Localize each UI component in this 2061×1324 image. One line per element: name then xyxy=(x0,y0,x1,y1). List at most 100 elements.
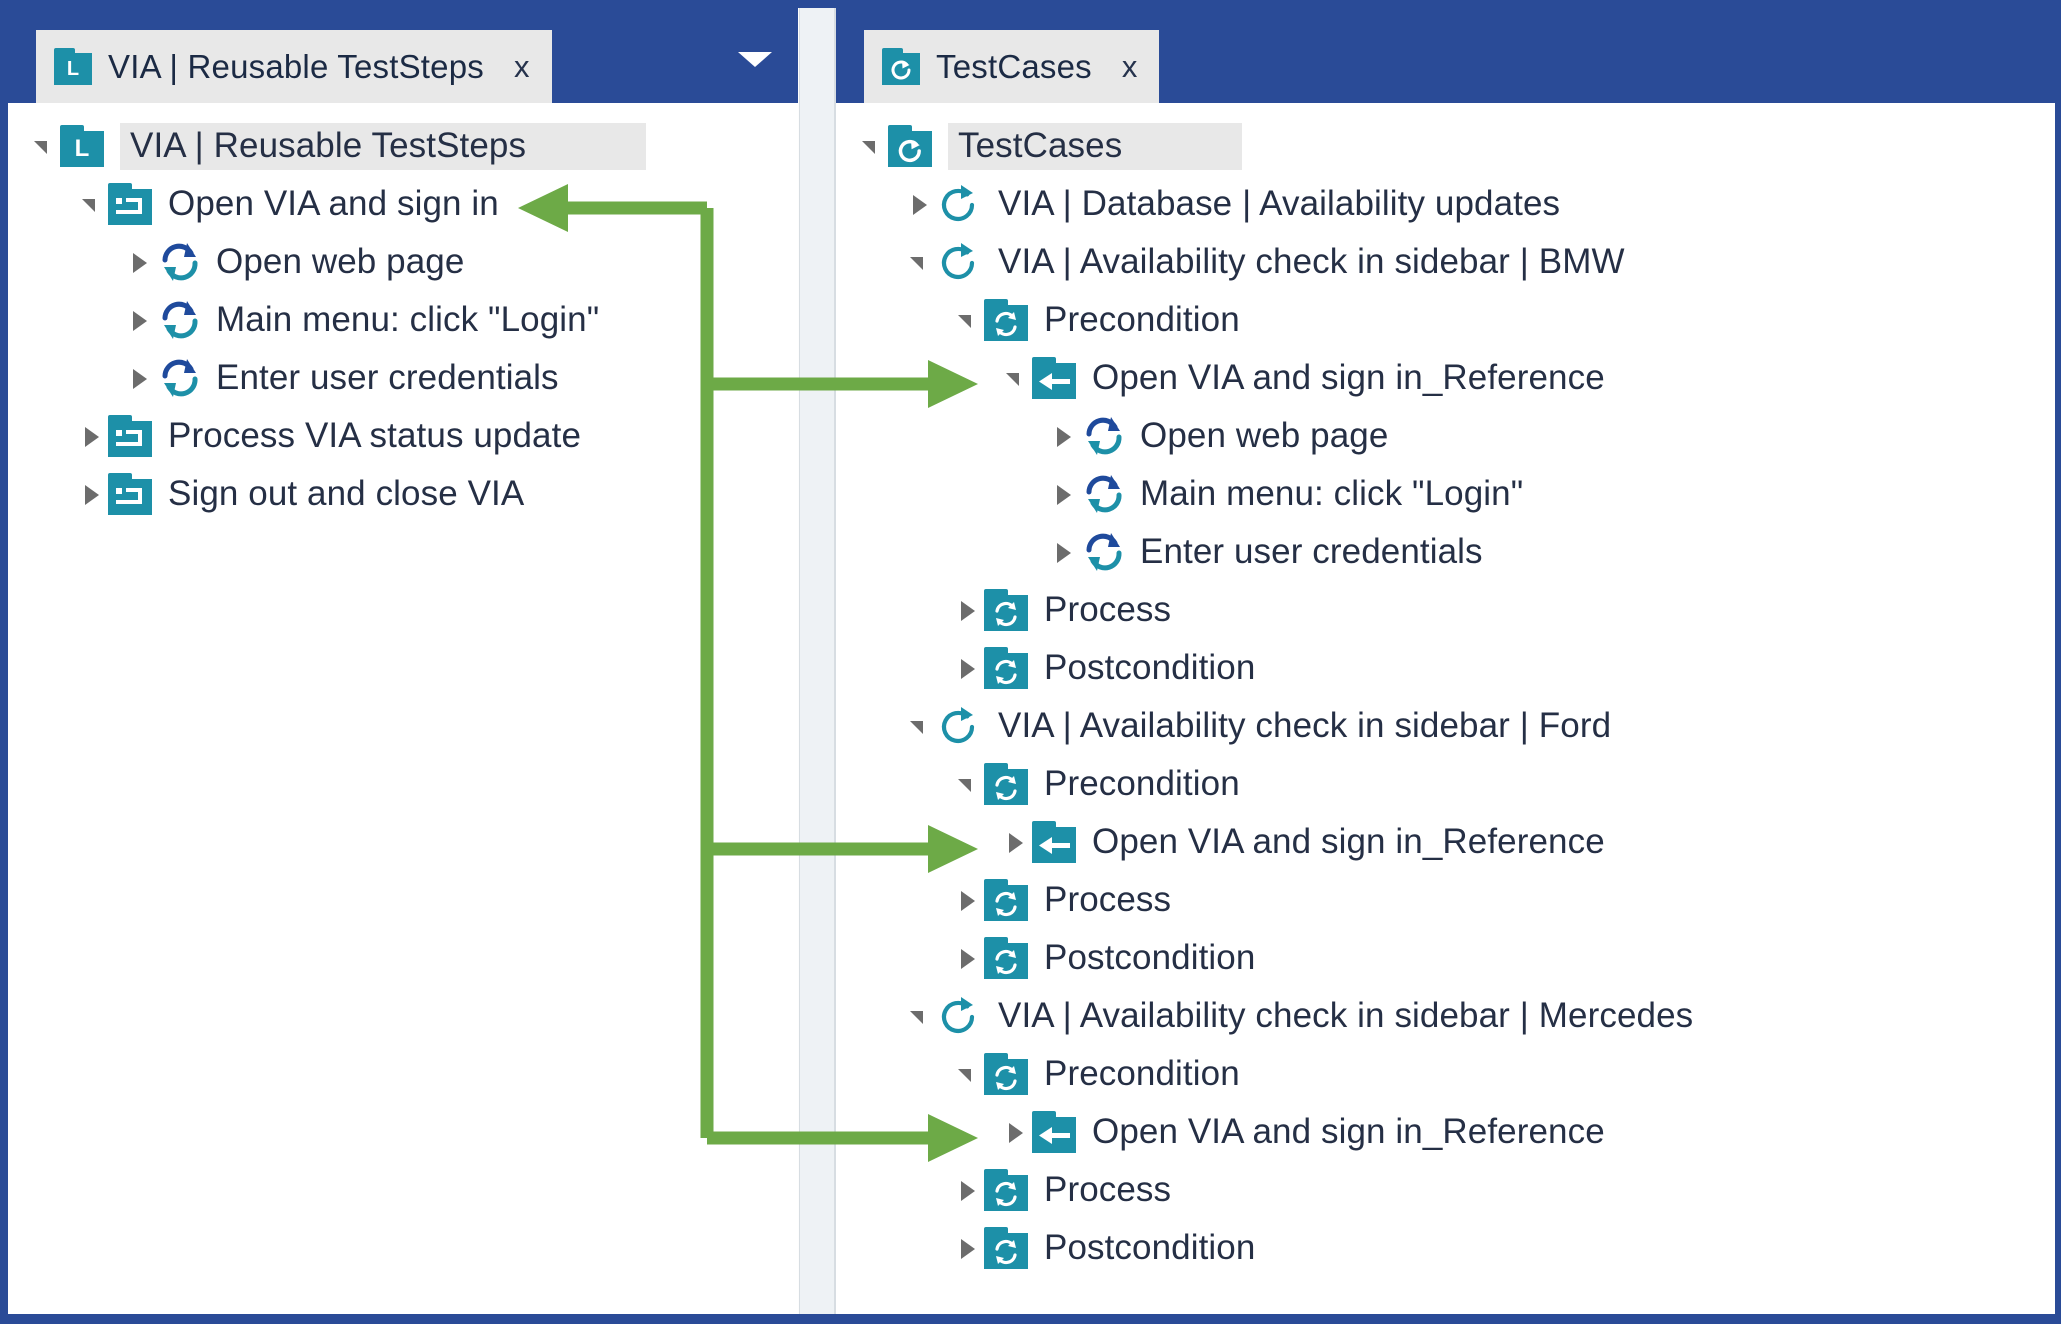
testcase-circle-icon xyxy=(936,995,982,1037)
tree-row[interactable]: Precondition xyxy=(836,291,2055,349)
tree-row-label: Open VIA and sign in_Reference xyxy=(1092,822,1605,861)
expander-collapsed-icon[interactable] xyxy=(950,593,984,627)
expander-open-icon[interactable] xyxy=(74,187,108,221)
tree-row-label: Open VIA and sign in xyxy=(168,184,499,223)
teststep-folder-icon xyxy=(108,415,154,457)
tab-reusable-teststeps[interactable]: L VIA | Reusable TestSteps x xyxy=(36,30,552,103)
tree-row[interactable]: Main menu: click "Login" xyxy=(836,465,2055,523)
left-tabstrip: L VIA | Reusable TestSteps x xyxy=(8,8,798,103)
expander-collapsed-icon[interactable] xyxy=(122,361,156,395)
tree-row[interactable]: Open VIA and sign in xyxy=(8,175,798,233)
expander-open-icon[interactable] xyxy=(950,303,984,337)
expander-collapsed-icon[interactable] xyxy=(950,883,984,917)
expander-collapsed-icon[interactable] xyxy=(122,245,156,279)
tree-row-label: VIA | Availability check in sidebar | Fo… xyxy=(998,706,1612,745)
expander-collapsed-icon[interactable] xyxy=(902,187,936,221)
tree-row-label-text: TestCases xyxy=(948,123,1243,170)
testcase-folder-icon xyxy=(882,47,922,86)
expander-open-icon[interactable] xyxy=(950,767,984,801)
window-border-left xyxy=(0,0,8,1324)
tree-row-label: Enter user credentials xyxy=(1140,532,1483,571)
tree-row[interactable]: Postcondition xyxy=(836,1219,2055,1277)
chevron-down-icon[interactable] xyxy=(738,52,772,67)
tree-row[interactable]: Postcondition xyxy=(836,639,2055,697)
tab-testcases[interactable]: TestCases x xyxy=(864,30,1160,103)
tree-row[interactable]: Process xyxy=(836,1161,2055,1219)
tab-close-icon[interactable]: x xyxy=(1121,49,1138,84)
expander-collapsed-icon[interactable] xyxy=(74,477,108,511)
right-tabstrip: TestCases x xyxy=(836,8,2055,103)
tree-row-label: Precondition xyxy=(1044,1054,1240,1093)
tree-row-label: Postcondition xyxy=(1044,648,1256,687)
expander-collapsed-icon[interactable] xyxy=(1046,477,1080,511)
tree-row-label: VIA | Availability check in sidebar | Me… xyxy=(998,996,1694,1035)
tree-row[interactable]: VIA | Database | Availability updates xyxy=(836,175,2055,233)
expander-collapsed-icon[interactable] xyxy=(1046,535,1080,569)
tree-row[interactable]: Open VIA and sign in_Reference xyxy=(836,1103,2055,1161)
expander-collapsed-icon[interactable] xyxy=(950,941,984,975)
tree-row[interactable]: Process xyxy=(836,871,2055,929)
tree-row[interactable]: Process xyxy=(836,581,2055,639)
tree-row-label: Open VIA and sign in_Reference xyxy=(1092,358,1605,397)
tree-row[interactable]: Process VIA status update xyxy=(8,407,798,465)
tree-row-label: VIA | Reusable TestSteps xyxy=(120,123,647,170)
tree-row[interactable]: Enter user credentials xyxy=(836,523,2055,581)
window-border-bottom xyxy=(0,1314,2061,1324)
expander-open-icon[interactable] xyxy=(902,999,936,1033)
tree-row[interactable]: VIA | Availability check in sidebar | BM… xyxy=(836,233,2055,291)
expander-collapsed-icon[interactable] xyxy=(998,1115,1032,1149)
expander-open-icon[interactable] xyxy=(998,361,1032,395)
tree-row[interactable]: L VIA | Reusable TestSteps xyxy=(8,117,798,175)
tree-row[interactable]: Postcondition xyxy=(836,929,2055,987)
expander-open-icon[interactable] xyxy=(902,245,936,279)
tree-row[interactable]: TestCases xyxy=(836,117,2055,175)
tree-row[interactable]: Open web page xyxy=(836,407,2055,465)
tree-row-label-text: VIA | Reusable TestSteps xyxy=(120,123,647,170)
tree-row-label: Process xyxy=(1044,590,1172,629)
tree-row-label: Precondition xyxy=(1044,764,1240,803)
expander-collapsed-icon[interactable] xyxy=(74,419,108,453)
folder-refresh-icon xyxy=(984,1053,1030,1095)
expander-open-icon[interactable] xyxy=(854,129,888,163)
expander-collapsed-icon[interactable] xyxy=(950,651,984,685)
testcase-circle-icon xyxy=(936,183,982,225)
tree-row[interactable]: VIA | Availability check in sidebar | Me… xyxy=(836,987,2055,1045)
tree-row[interactable]: Open web page xyxy=(8,233,798,291)
panel-divider[interactable] xyxy=(800,8,834,1314)
tree-row[interactable]: Open VIA and sign in_Reference xyxy=(836,349,2055,407)
testcase-circle-icon xyxy=(936,241,982,283)
tree-row[interactable]: Main menu: click "Login" xyxy=(8,291,798,349)
reference-folder-icon xyxy=(1032,1111,1078,1153)
expander-open-icon[interactable] xyxy=(26,129,60,163)
library-folder-icon: L xyxy=(60,125,106,167)
refresh-step-icon xyxy=(1080,473,1126,515)
expander-collapsed-icon[interactable] xyxy=(998,825,1032,859)
tab-label: TestCases xyxy=(936,47,1092,85)
tree-row[interactable]: Enter user credentials xyxy=(8,349,798,407)
refresh-step-icon xyxy=(1080,531,1126,573)
folder-refresh-icon xyxy=(984,299,1030,341)
tree-row[interactable]: Precondition xyxy=(836,755,2055,813)
expander-open-icon[interactable] xyxy=(950,1057,984,1091)
tree-row[interactable]: Precondition xyxy=(836,1045,2055,1103)
expander-collapsed-icon[interactable] xyxy=(1046,419,1080,453)
expander-open-icon[interactable] xyxy=(902,709,936,743)
tree-row-label: Enter user credentials xyxy=(216,358,559,397)
expander-collapsed-icon[interactable] xyxy=(950,1173,984,1207)
tree-row-label: Process xyxy=(1044,1170,1172,1209)
tree-row[interactable]: VIA | Availability check in sidebar | Fo… xyxy=(836,697,2055,755)
folder-refresh-icon xyxy=(984,937,1030,979)
expander-collapsed-icon[interactable] xyxy=(122,303,156,337)
tree-row[interactable]: Sign out and close VIA xyxy=(8,465,798,523)
teststep-folder-icon xyxy=(108,183,154,225)
window-border-top xyxy=(0,0,2061,8)
expander-collapsed-icon[interactable] xyxy=(950,1231,984,1265)
tree-row[interactable]: Open VIA and sign in_Reference xyxy=(836,813,2055,871)
tree-row-label: Main menu: click "Login" xyxy=(1140,474,1524,513)
tab-close-icon[interactable]: x xyxy=(514,49,530,84)
refresh-step-icon xyxy=(156,241,202,283)
tree-row-label: Process VIA status update xyxy=(168,416,582,455)
reference-folder-icon xyxy=(1032,821,1078,863)
